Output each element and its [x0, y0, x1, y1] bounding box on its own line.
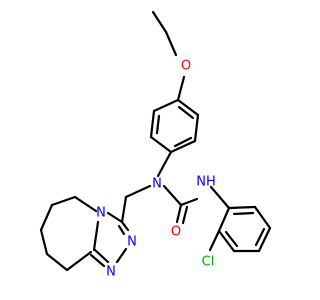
aryl-n-bond	[156, 150, 173, 178]
n-carbonyl-bond	[162, 184, 183, 207]
ethyl-ch2-o-bond	[164, 30, 178, 57]
azepane-bond	[73, 195, 98, 213]
amide-nitrogen-label: N	[152, 177, 162, 192]
triazole-double-bond	[120, 220, 130, 232]
chlorophenyl-inner-bond	[224, 230, 239, 248]
ethoxyphenyl-inner-bond	[173, 136, 193, 148]
chlorophenyl-inner-bond	[232, 211, 255, 216]
ethoxyphenyl-bond	[176, 98, 200, 117]
ethoxyphenyl-bond	[149, 135, 173, 154]
triazole-double-bond	[117, 224, 126, 236]
carbonyl-nh-bond	[179, 197, 199, 207]
ethoxyphenyl-bond	[149, 109, 156, 139]
c-o-double-bond	[181, 205, 189, 225]
ethoxyphenyl-inner-bond	[155, 114, 161, 135]
azepane-bond	[50, 195, 77, 207]
ethoxyphenyl-inner-bond	[177, 105, 195, 120]
carbonyl-oxygen-label: O	[171, 225, 181, 240]
aryl-cl-bond	[208, 229, 221, 252]
ethoxyphenyl-bond	[152, 98, 180, 113]
oxygen-atom-label: O	[181, 59, 191, 74]
chlorophenyl-bond	[217, 229, 236, 253]
chlorophenyl-bond	[227, 205, 257, 210]
chlorophenyl-inner-bond	[254, 227, 266, 247]
azepane-bond	[39, 228, 49, 256]
ethoxyphenyl-bond	[193, 113, 200, 143]
molecule-drawing: O NH N O Cl N N N	[39, 10, 272, 280]
o-aryl-bond	[176, 75, 186, 102]
ch2-triazole-bond	[120, 195, 128, 224]
ethyl-ch3-bond	[151, 10, 168, 34]
triazole-n1-label: N	[127, 235, 137, 250]
chlorophenyl-bond	[217, 206, 231, 233]
triazole-n2-label: N	[106, 265, 116, 280]
c-o-double-bond	[175, 203, 183, 224]
azepane-bond	[65, 250, 93, 272]
triazole-bond	[115, 247, 128, 264]
chlorophenyl-bond	[257, 226, 272, 253]
triazole-bond	[92, 220, 100, 252]
n-ch2-bond	[124, 184, 152, 199]
triazole-bond	[93, 248, 110, 264]
azepane-bond	[45, 252, 69, 272]
amine-nh-label: NH	[196, 175, 216, 190]
nh-aryl-bond	[209, 185, 231, 210]
triazole-bond	[106, 211, 124, 224]
chlorine-atom-label: Cl	[202, 255, 215, 270]
triazole-n4-label: N	[96, 206, 106, 221]
atom-labels: O NH N O Cl N N N	[96, 59, 216, 280]
ethoxyphenyl-bond	[169, 139, 197, 154]
structure-svg: O NH N O Cl N N N	[39, 10, 272, 280]
chlorophenyl-bond	[253, 205, 272, 230]
azepane-bond	[39, 203, 54, 232]
triazole-double-bond	[89, 253, 106, 268]
bonds	[39, 10, 272, 272]
